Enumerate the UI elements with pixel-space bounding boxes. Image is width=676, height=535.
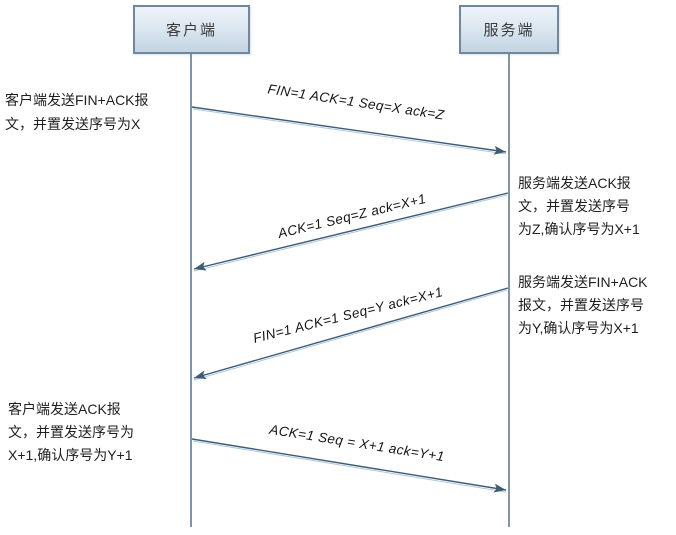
actor-label-client: 客户端: [165, 22, 217, 39]
actor-box-client: 客户端: [133, 5, 250, 54]
note-client-ack: 客户端发送ACK报 文，并置发送序号为 X+1,确认序号为Y+1: [8, 401, 134, 463]
message-3-highlight: [193, 289, 508, 381]
message-1-highlight: [192, 108, 507, 155]
note-server-ack: 服务端发送ACK报 文，并置发送序号 为Z,确认序号为X+1: [518, 175, 640, 237]
message-1-arrow: [191, 106, 507, 155]
note-server-fin: 服务端发送FIN+ACK 报文，并置发送序号 为Y,确认序号为X+1: [518, 274, 648, 336]
message-3-arrow: [193, 287, 509, 380]
message-4-highlight: [192, 440, 507, 493]
actor-box-server: 服务端: [459, 5, 559, 54]
actor-label-server: 服务端: [483, 22, 535, 39]
message-2-highlight: [193, 194, 508, 272]
message-2-arrow: [193, 192, 509, 271]
note-client-fin: 客户端发送FIN+ACK报 文，并置发送序号为X: [5, 92, 149, 132]
message-4-arrow: [191, 438, 507, 493]
